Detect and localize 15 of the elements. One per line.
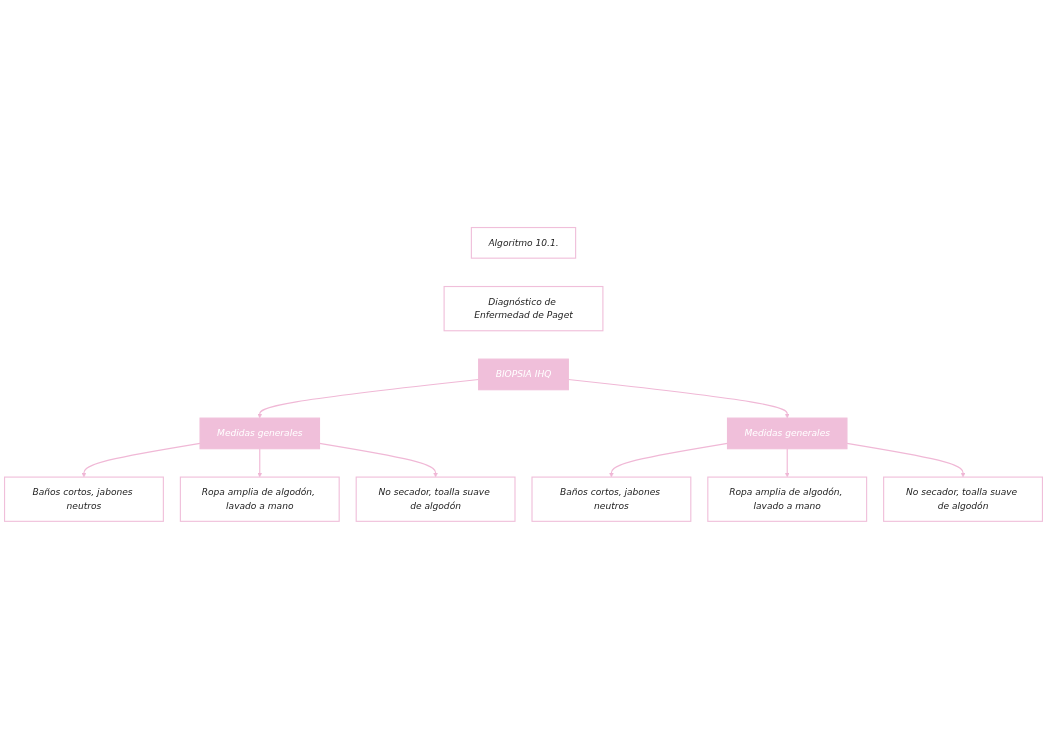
node-box: Ropa amplia de algodón, lavado a mano (707, 476, 868, 522)
node-box: Medidas generales (199, 417, 321, 450)
node-box: No secador, toalla suave de algodón (883, 476, 1043, 522)
node-box: Diagnóstico de Enfermedad de Paget (443, 286, 604, 332)
node-box: No secador, toalla suave de algodón (355, 476, 516, 522)
arrow (784, 448, 790, 478)
arrow (257, 448, 263, 478)
node-box: Algoritmo 10.1. (470, 227, 577, 259)
node-box: Medidas generales (726, 417, 848, 450)
arrow (81, 442, 201, 478)
node-box: BIOPSIA IHQ (478, 358, 569, 391)
node-box: Baños cortos, jabones neutros (4, 476, 164, 522)
node-box: Ropa amplia de algodón, lavado a mano (179, 476, 340, 522)
node-box: Baños cortos, jabones neutros (531, 476, 692, 522)
arrow (846, 442, 966, 478)
